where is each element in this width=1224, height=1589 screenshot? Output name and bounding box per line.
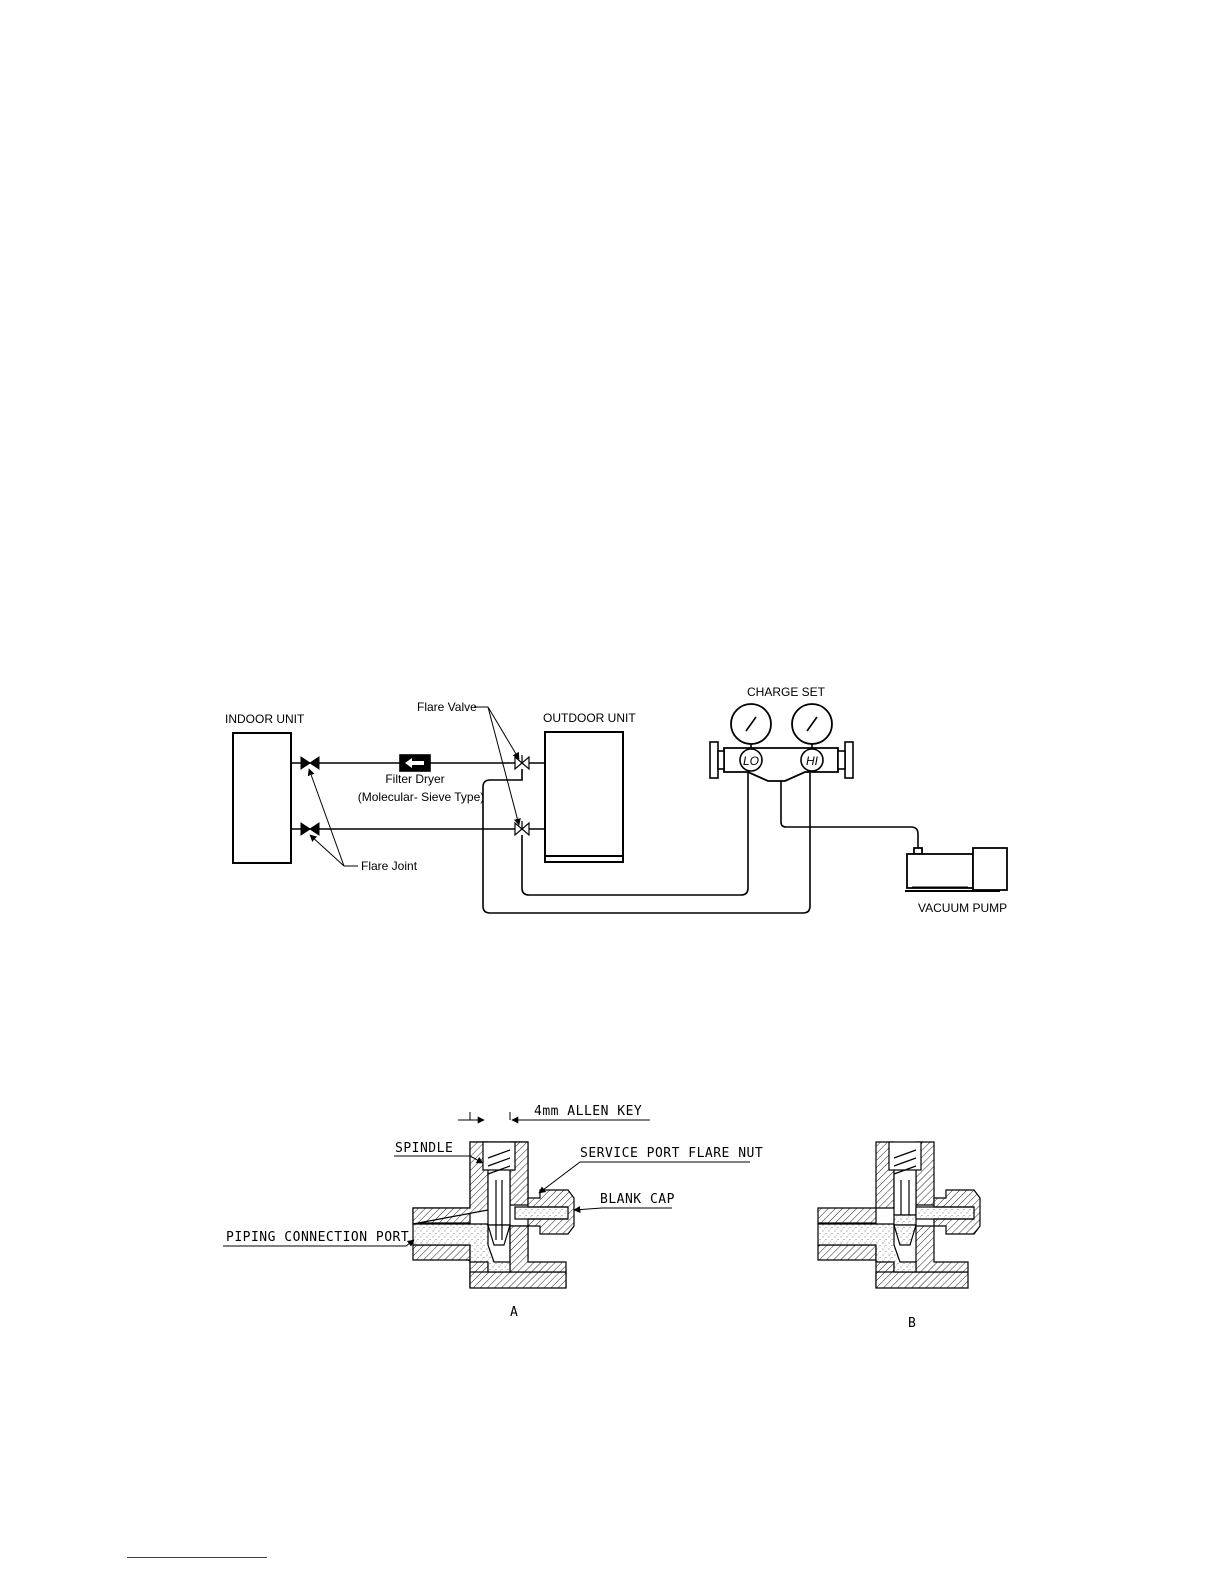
service-port-label: SERVICE PORT FLARE NUT [580, 1146, 763, 1161]
flare-valve-upper [515, 755, 529, 769]
outdoor-unit-box [545, 732, 623, 862]
hose-hi [483, 769, 810, 913]
filter-dryer-label: Filter Dryer [385, 772, 444, 786]
vacuum-pump [905, 848, 1007, 891]
flare-valve-label: Flare Valve [417, 700, 477, 714]
piping-port-label: PIPING CONNECTION PORT [226, 1230, 409, 1245]
valve-b-label: B [908, 1316, 916, 1331]
blank-cap-label: BLANK CAP [600, 1192, 675, 1207]
charge-set [710, 704, 853, 781]
refrigerant-circuit-diagram [233, 704, 1007, 913]
outdoor-unit-label: OUTDOOR UNIT [543, 711, 636, 725]
footer-rule [127, 1557, 267, 1558]
vacuum-pump-label: VACUUM PUMP [918, 901, 1007, 915]
valve-a-label: A [510, 1305, 518, 1320]
flare-valve-lower [515, 821, 529, 835]
hi-port-label: HI [806, 754, 819, 768]
lo-port-label: LO [743, 754, 759, 768]
spindle-label: SPINDLE [395, 1141, 453, 1156]
flare-joint-upper [301, 757, 319, 769]
hose-lo [522, 773, 748, 895]
flare-joint-lower [301, 823, 319, 835]
charge-set-label: CHARGE SET [747, 685, 826, 699]
indoor-unit-box [233, 733, 291, 863]
flare-joint-label: Flare Joint [361, 859, 418, 873]
allen-key-label: 4mm ALLEN KEY [534, 1104, 642, 1119]
filter-dryer [400, 755, 430, 771]
filter-dryer-type-label: (Molecular- Sieve Type) [358, 790, 485, 804]
indoor-unit-label: INDOOR UNIT [225, 712, 305, 726]
circuit-labels: INDOOR UNIT OUTDOOR UNIT Flare Valve Fla… [225, 685, 1007, 915]
service-valve-b [818, 1142, 980, 1288]
hose-pump [781, 781, 918, 848]
